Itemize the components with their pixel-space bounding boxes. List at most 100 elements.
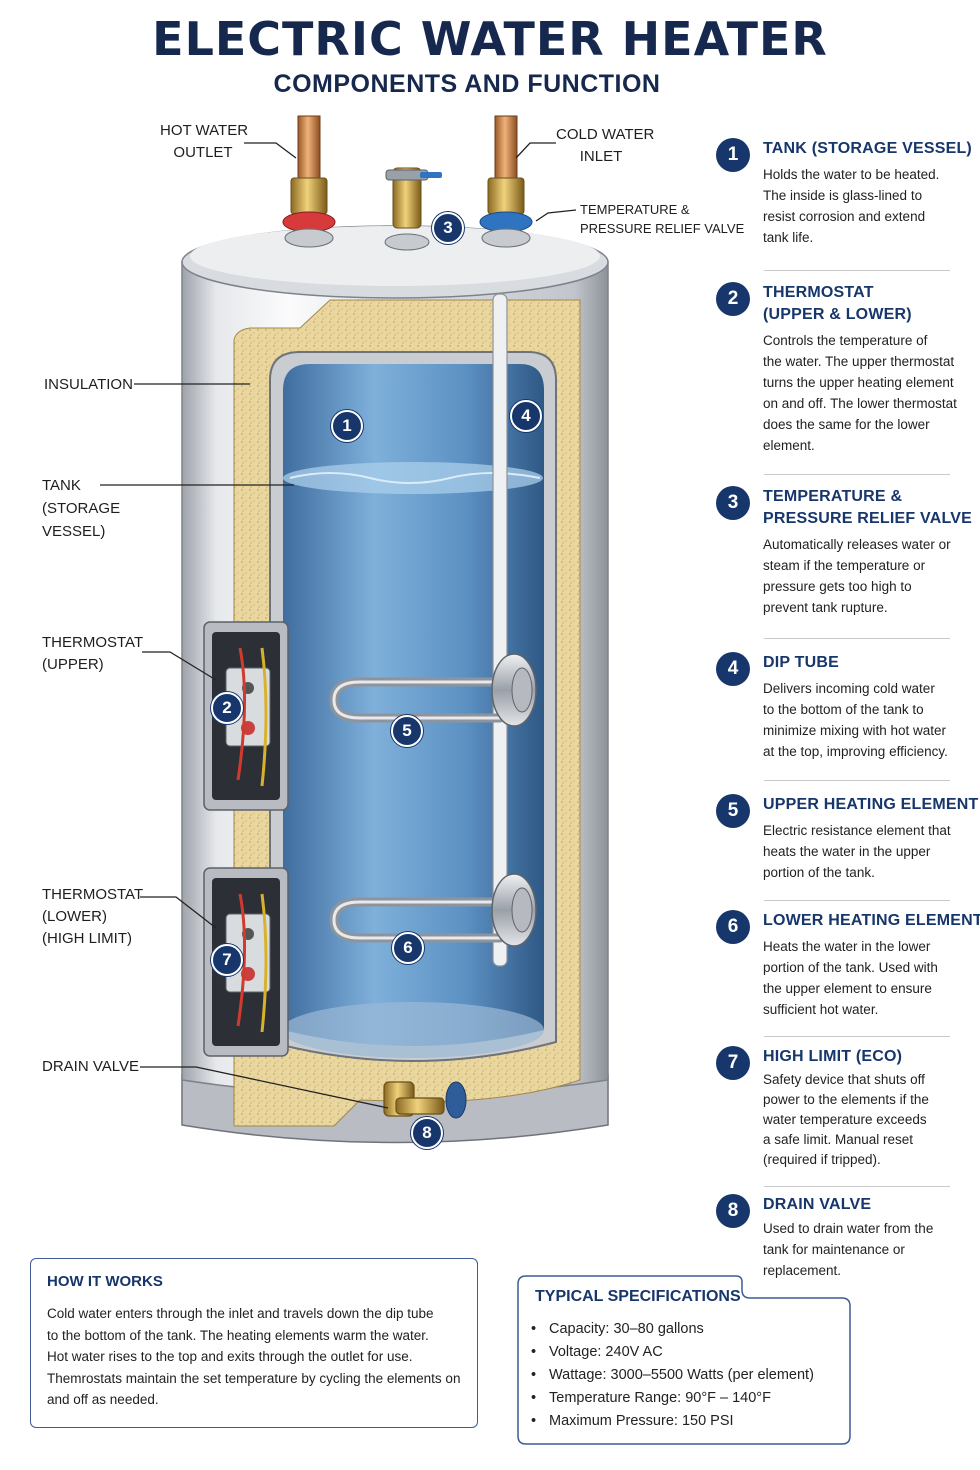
component-6-desc-line3: the upper element to ensure <box>763 981 932 996</box>
marker-6: 6 <box>392 932 424 964</box>
callout-drain-valve-line1: DRAIN VALVE <box>42 1058 139 1075</box>
legend-divider <box>764 780 950 781</box>
bullet-icon: • <box>531 1321 537 1337</box>
how-it-works-line5: and off as needed. <box>47 1392 159 1407</box>
component-6: 6 LOWER HEATING ELEMENT Heats the water … <box>714 910 980 1020</box>
callout-cold-water-inlet-line1: COLD WATER <box>556 126 655 143</box>
how-it-works-line1: Cold water enters through the inlet and … <box>47 1306 434 1321</box>
page-title: ELECTRIC WATER HEATER <box>152 12 828 66</box>
component-2-desc-line1: Controls the temperature of <box>763 333 928 348</box>
component-3-title-line2: PRESSURE RELIEF VALVE <box>763 510 972 527</box>
callout-thermostat-lower-line1: THERMOSTAT <box>42 886 144 903</box>
callout-hot-water-outlet: HOT WATER OUTLET <box>160 120 249 164</box>
component-2-desc-line3: turns the upper heating element <box>763 375 954 390</box>
legend-divider <box>764 474 950 475</box>
legend-divider <box>764 638 950 639</box>
component-6-badge: 6 <box>716 910 750 944</box>
callout-insulation: INSULATION <box>44 374 133 396</box>
component-4-desc: Delivers incoming cold water to the bott… <box>763 678 964 762</box>
component-4-desc-line4: at the top, improving efficiency. <box>763 744 948 759</box>
component-3-title: TEMPERATURE & PRESSURE RELIEF VALVE <box>763 486 972 530</box>
bullet-icon: • <box>531 1367 537 1383</box>
callout-thermostat-upper-line2: (UPPER) <box>42 656 104 673</box>
component-3: 3 TEMPERATURE & PRESSURE RELIEF VALVE Au… <box>714 486 972 618</box>
how-it-works-line2: to the bottom of the tank. The heating e… <box>47 1327 429 1343</box>
component-2-desc: Controls the temperature of the water. T… <box>763 330 964 456</box>
component-1-desc-line3: resist corrosion and extend <box>763 209 926 224</box>
component-1-desc: Holds the water to be heated. The inside… <box>763 164 964 248</box>
component-5-title: UPPER HEATING ELEMENT <box>763 794 978 816</box>
component-1-title: TANK (STORAGE VESSEL) <box>763 138 972 160</box>
callout-hot-water-outlet-line1: HOT WATER <box>160 122 249 139</box>
page-subtitle: COMPONENTS AND FUNCTION <box>273 70 661 98</box>
component-2-desc-line4: on and off. The lower thermostat <box>763 396 957 411</box>
spec-item: •Wattage: 3000–5500 Watts (per element) <box>531 1364 814 1387</box>
component-8-desc-line1: Used to drain water from the <box>763 1221 934 1236</box>
component-1-badge: 1 <box>716 138 750 172</box>
component-6-title: LOWER HEATING ELEMENT <box>763 910 980 932</box>
marker-8: 8 <box>411 1117 443 1149</box>
callout-thermostat-upper-line1: THERMOSTAT <box>42 634 144 651</box>
callout-hot-water-outlet-line2: OUTLET <box>173 144 233 161</box>
component-5: 5 UPPER HEATING ELEMENT Electric resista… <box>714 794 978 883</box>
legend-divider <box>764 900 950 901</box>
callout-tp-relief-valve-line1: TEMPERATURE & <box>580 202 690 217</box>
component-8-desc: Used to drain water from the tank for ma… <box>763 1218 964 1281</box>
component-3-desc-line2: steam if the temperature or <box>763 558 926 573</box>
specs-list: • Capacity: 30–80 gallons • Voltage: 240V … <box>531 1318 814 1433</box>
component-6-desc-line1: Heats the water in the lower <box>763 939 931 954</box>
spec-item-text: Voltage: 240V AC <box>549 1344 663 1360</box>
bullet-icon: • <box>531 1390 537 1406</box>
component-4-title-line1: DIP TUBE <box>763 654 839 671</box>
bullet-icon: • <box>531 1413 537 1429</box>
component-7-badge: 7 <box>716 1046 750 1080</box>
component-6-desc: Heats the water in the lower portion of … <box>763 936 964 1020</box>
legend-divider <box>764 270 950 271</box>
callout-thermostat-lower-line2: (LOWER) <box>42 908 107 925</box>
marker-5: 5 <box>391 715 423 747</box>
component-8-title-line1: DRAIN VALVE <box>763 1196 872 1213</box>
component-2-desc-line2: the water. The upper thermostat <box>763 354 955 369</box>
component-1-desc-line2: The inside is glass-lined to <box>763 188 923 203</box>
component-7-desc-line5: (required if tripped). <box>763 1152 881 1167</box>
marker-7: 7 <box>211 944 243 976</box>
component-4-badge: 4 <box>716 652 750 686</box>
component-4-desc-line2: to the bottom of the tank to <box>763 702 924 717</box>
component-7-title-line1: HIGH LIMIT (ECO) <box>763 1048 903 1065</box>
marker-4: 4 <box>510 400 542 432</box>
component-7-desc: Safety device that shuts off power to th… <box>763 1070 964 1170</box>
callout-tank-line3: VESSEL) <box>42 523 106 540</box>
component-7-desc-line2: power to the elements if the <box>763 1092 929 1107</box>
component-8: 8 DRAIN VALVE Used to drain water from t… <box>714 1194 964 1281</box>
component-4: 4 DIP TUBE Delivers incoming cold water … <box>714 652 964 762</box>
specs-title: TYPICAL SPECIFICATIONS <box>535 1288 741 1305</box>
spec-item-text: Capacity: 30–80 gallons <box>549 1321 704 1337</box>
callout-tank-line2: (STORAGE <box>42 500 121 517</box>
component-6-title-line1: LOWER HEATING ELEMENT <box>763 912 980 929</box>
how-it-works-text: Cold water enters through the inlet and … <box>47 1303 460 1411</box>
component-5-badge: 5 <box>716 794 750 828</box>
component-2-desc-line6: element. <box>763 438 815 453</box>
callout-insulation-line1: INSULATION <box>44 376 133 393</box>
marker-1: 1 <box>331 410 363 442</box>
component-3-desc-line3: pressure gets too high to <box>763 579 912 594</box>
component-5-desc-line3: portion of the tank. <box>763 865 875 880</box>
component-1: 1 TANK (STORAGE VESSEL) Holds the water … <box>714 138 972 248</box>
component-5-desc: Electric resistance element that heats t… <box>763 820 964 883</box>
callout-thermostat-lower: THERMOSTAT (LOWER) (HIGH LIMIT) <box>42 884 143 950</box>
callout-cold-water-inlet: COLD WATER INLET <box>556 124 655 168</box>
spec-item: • Maximum Pressure: 150 PSI <box>531 1410 814 1433</box>
callout-tank: TANK (STORAGE VESSEL) <box>42 474 120 543</box>
component-7-desc-line1: Safety device that shuts off <box>763 1072 925 1087</box>
component-7-title: HIGH LIMIT (ECO) <box>763 1046 964 1068</box>
component-8-desc-line3: replacement. <box>763 1263 842 1278</box>
component-1-desc-line4: tank life. <box>763 230 814 245</box>
spec-item-text: Maximum Pressure: 150 PSI <box>549 1413 734 1429</box>
component-2-title-line2: (UPPER & LOWER) <box>763 306 912 323</box>
component-3-desc: Automatically releases water or steam if… <box>763 534 964 618</box>
component-4-desc-line3: minimize mixing with hot water <box>763 723 947 738</box>
how-it-works-line3: Hot water rises to the top and exits thr… <box>47 1349 413 1364</box>
callout-thermostat-lower-line3: (HIGH LIMIT) <box>42 930 132 947</box>
component-8-title: DRAIN VALVE <box>763 1194 964 1216</box>
